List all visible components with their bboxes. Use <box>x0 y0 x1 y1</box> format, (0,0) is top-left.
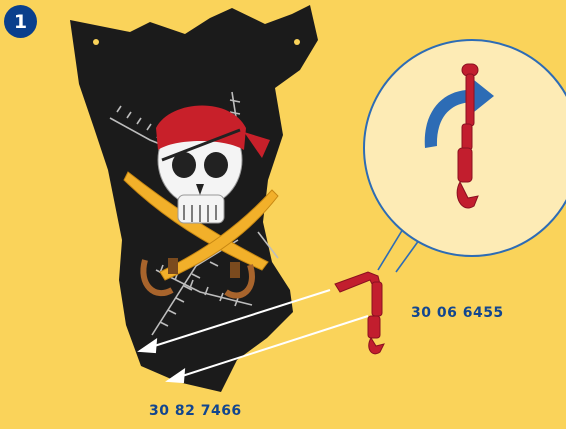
grommet-hole-right <box>294 39 300 45</box>
flag-part-number: 30 82 7466 <box>149 403 242 419</box>
step-badge: 1 <box>4 5 37 38</box>
zoom-bubble <box>364 40 566 256</box>
grommet-hole-left <box>93 39 99 45</box>
clip-part-number: 30 06 6455 <box>411 305 504 321</box>
red-clip-icon <box>335 272 384 354</box>
